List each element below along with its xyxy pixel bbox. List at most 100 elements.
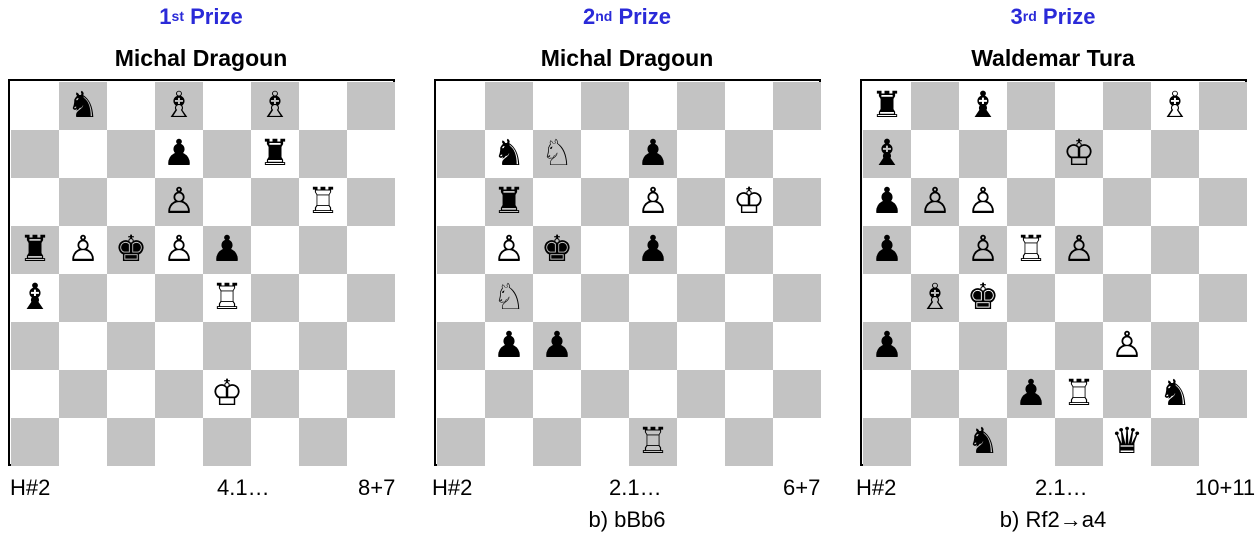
square-e1[interactable]	[1055, 418, 1103, 466]
square-g1[interactable]	[299, 418, 347, 466]
square-f6[interactable]	[677, 178, 725, 226]
square-e7[interactable]	[203, 130, 251, 178]
square-h5[interactable]	[347, 226, 395, 274]
black-queen-icon[interactable]: ♛	[1111, 421, 1143, 462]
black-pawn-icon[interactable]: ♟	[871, 181, 903, 222]
square-f2[interactable]	[1103, 370, 1151, 418]
square-g7[interactable]	[299, 130, 347, 178]
square-f5[interactable]	[251, 226, 299, 274]
square-g1[interactable]	[1151, 418, 1199, 466]
square-f5[interactable]	[1103, 226, 1151, 274]
black-knight-icon[interactable]: ♞	[67, 85, 99, 126]
square-d3[interactable]	[581, 322, 629, 370]
white-rook-icon[interactable]: ♖	[211, 277, 243, 318]
square-a1[interactable]	[863, 418, 911, 466]
square-f5[interactable]	[677, 226, 725, 274]
black-bishop-icon[interactable]: ♝	[871, 133, 903, 174]
square-d4[interactable]	[1007, 274, 1055, 322]
white-pawn-icon[interactable]: ♙	[67, 229, 99, 270]
square-d5[interactable]: ♙	[155, 226, 203, 274]
square-d1[interactable]	[581, 418, 629, 466]
black-knight-icon[interactable]: ♞	[1159, 373, 1191, 414]
square-h7[interactable]	[773, 130, 821, 178]
black-rook-icon[interactable]: ♜	[871, 85, 903, 126]
square-e4[interactable]	[629, 274, 677, 322]
square-a2[interactable]	[437, 370, 485, 418]
square-e1[interactable]	[203, 418, 251, 466]
black-pawn-icon[interactable]: ♟	[163, 133, 195, 174]
black-pawn-icon[interactable]: ♟	[493, 325, 525, 366]
square-b3[interactable]: ♟	[485, 322, 533, 370]
square-a5[interactable]: ♜	[11, 226, 59, 274]
square-h4[interactable]	[1199, 274, 1247, 322]
square-h2[interactable]	[1199, 370, 1247, 418]
square-g6[interactable]	[1151, 178, 1199, 226]
white-king-icon[interactable]: ♔	[1063, 133, 1095, 174]
square-d2[interactable]	[155, 370, 203, 418]
square-a8[interactable]: ♜	[863, 82, 911, 130]
square-f7[interactable]	[1103, 130, 1151, 178]
black-bishop-icon[interactable]: ♝	[19, 277, 51, 318]
square-h6[interactable]	[347, 178, 395, 226]
white-rook-icon[interactable]: ♖	[1063, 373, 1095, 414]
square-f6[interactable]	[1103, 178, 1151, 226]
square-d3[interactable]	[1007, 322, 1055, 370]
square-h8[interactable]	[347, 82, 395, 130]
black-pawn-icon[interactable]: ♟	[637, 133, 669, 174]
square-a6[interactable]	[11, 178, 59, 226]
white-knight-icon[interactable]: ♘	[541, 133, 573, 174]
square-g4[interactable]	[725, 274, 773, 322]
square-d2[interactable]	[581, 370, 629, 418]
white-rook-icon[interactable]: ♖	[637, 421, 669, 462]
square-e8[interactable]	[203, 82, 251, 130]
square-a1[interactable]	[437, 418, 485, 466]
square-f4[interactable]	[677, 274, 725, 322]
square-g5[interactable]	[1151, 226, 1199, 274]
square-b4[interactable]: ♘	[485, 274, 533, 322]
square-h3[interactable]	[1199, 322, 1247, 370]
square-c3[interactable]	[107, 322, 155, 370]
square-g3[interactable]	[725, 322, 773, 370]
black-rook-icon[interactable]: ♜	[259, 133, 291, 174]
white-rook-icon[interactable]: ♖	[1015, 229, 1047, 270]
square-h2[interactable]	[773, 370, 821, 418]
square-b7[interactable]: ♞	[485, 130, 533, 178]
square-g8[interactable]	[725, 82, 773, 130]
square-b6[interactable]	[59, 178, 107, 226]
square-c4[interactable]	[533, 274, 581, 322]
square-c2[interactable]	[107, 370, 155, 418]
square-c2[interactable]	[959, 370, 1007, 418]
square-b7[interactable]	[911, 130, 959, 178]
square-b5[interactable]	[911, 226, 959, 274]
black-king-icon[interactable]: ♚	[967, 277, 999, 318]
square-e3[interactable]	[1055, 322, 1103, 370]
square-b1[interactable]	[911, 418, 959, 466]
square-h5[interactable]	[773, 226, 821, 274]
square-g5[interactable]	[725, 226, 773, 274]
square-e6[interactable]	[1055, 178, 1103, 226]
white-bishop-icon[interactable]: ♗	[1159, 85, 1191, 126]
square-d5[interactable]: ♖	[1007, 226, 1055, 274]
square-g4[interactable]	[1151, 274, 1199, 322]
square-b2[interactable]	[911, 370, 959, 418]
square-a2[interactable]	[863, 370, 911, 418]
square-d4[interactable]	[581, 274, 629, 322]
square-a6[interactable]	[437, 178, 485, 226]
square-e4[interactable]	[1055, 274, 1103, 322]
square-f3[interactable]: ♙	[1103, 322, 1151, 370]
white-pawn-icon[interactable]: ♙	[919, 181, 951, 222]
square-f8[interactable]: ♗	[251, 82, 299, 130]
square-b8[interactable]	[911, 82, 959, 130]
square-f2[interactable]	[251, 370, 299, 418]
square-d7[interactable]	[1007, 130, 1055, 178]
square-c3[interactable]	[959, 322, 1007, 370]
black-pawn-icon[interactable]: ♟	[541, 325, 573, 366]
square-d7[interactable]	[581, 130, 629, 178]
white-pawn-icon[interactable]: ♙	[163, 181, 195, 222]
square-h2[interactable]	[347, 370, 395, 418]
white-rook-icon[interactable]: ♖	[307, 181, 339, 222]
square-g1[interactable]	[725, 418, 773, 466]
square-a5[interactable]	[437, 226, 485, 274]
square-e3[interactable]	[203, 322, 251, 370]
square-e1[interactable]: ♖	[629, 418, 677, 466]
